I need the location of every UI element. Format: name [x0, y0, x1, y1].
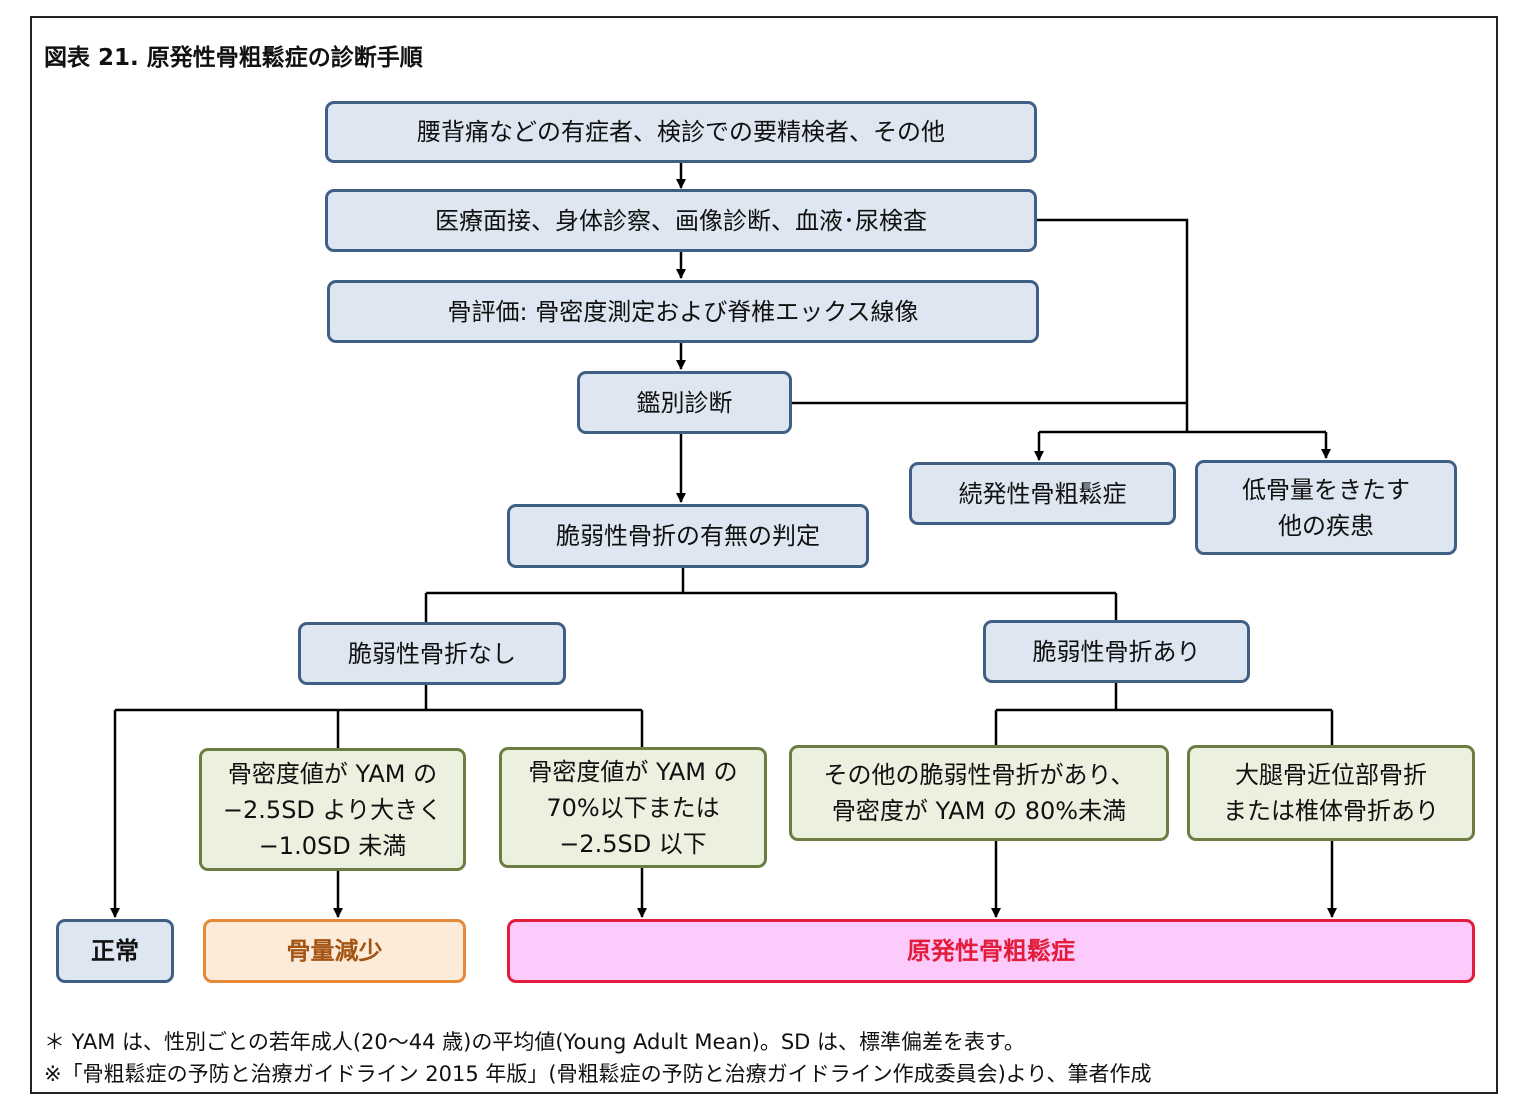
result-normal: 正常 [56, 919, 174, 983]
node-text: 脆弱性骨折なし [348, 639, 516, 668]
node-other-fracture: その他の脆弱性骨折があり、 骨密度が YAM の 80%未満 [789, 745, 1169, 841]
node-text: または椎体骨折あり [1223, 797, 1439, 825]
node-text: −2.5SD 以下 [559, 829, 707, 858]
footnote-yam: ＊ YAM は、性別ごとの若年成人(20〜44 歳)の平均値(Young Adu… [44, 1030, 1025, 1054]
node-text: 医療面接、身体診察、画像診断、血液･尿検査 [435, 206, 927, 235]
node-other-disease: 低骨量をきたす 他の疾患 [1195, 460, 1457, 555]
result-primary-osteoporosis: 原発性骨粗鬆症 [507, 919, 1475, 983]
node-text: 脆弱性骨折の有無の判定 [556, 522, 820, 550]
node-text: 脆弱性骨折あり [1032, 637, 1201, 666]
node-bone-evaluation: 骨評価: 骨密度測定および脊椎エックス線像 [327, 280, 1039, 343]
footnote-source: ※「骨粗鬆症の予防と治療ガイドライン 2015 年版」(骨粗鬆症の予防と治療ガイ… [44, 1062, 1152, 1086]
line-exam-to-right [1036, 218, 1189, 432]
node-bmd-between: 骨密度値が YAM の −2.5SD より大きく −1.0SD 未満 [199, 748, 466, 871]
node-symptomatic: 腰背痛などの有症者、検診での要精検者、その他 [325, 101, 1037, 163]
node-text: 続発性骨粗鬆症 [958, 479, 1127, 508]
node-text: 他の疾患 [1278, 511, 1374, 540]
node-text: 70%以下または [546, 793, 720, 822]
node-exam: 医療面接、身体診察、画像診断、血液･尿検査 [325, 189, 1037, 252]
node-no-fracture: 脆弱性骨折なし [298, 622, 566, 685]
node-secondary-osteoporosis: 続発性骨粗鬆症 [909, 462, 1176, 525]
node-with-fracture: 脆弱性骨折あり [983, 620, 1250, 683]
node-text: −1.0SD 未満 [258, 831, 407, 860]
figure-frame [30, 16, 1498, 1094]
node-femur-fracture: 大腿骨近位部骨折 または椎体骨折あり [1187, 745, 1475, 841]
result-text: 原発性骨粗鬆症 [907, 937, 1075, 965]
node-text: 腰背痛などの有症者、検診での要精検者、その他 [417, 118, 945, 146]
result-osteopenia: 骨量減少 [203, 919, 466, 983]
node-text: 大腿骨近位部骨折 [1235, 761, 1427, 789]
node-bmd-low: 骨密度値が YAM の 70%以下または −2.5SD 以下 [499, 747, 767, 868]
result-text: 正常 [91, 937, 139, 965]
node-fracture-judgement: 脆弱性骨折の有無の判定 [507, 504, 869, 568]
result-text: 骨量減少 [286, 937, 383, 965]
node-differential-diagnosis: 鑑別診断 [577, 371, 792, 434]
node-text: −2.5SD より大きく [222, 795, 443, 824]
node-text: 低骨量をきたす [1242, 475, 1410, 504]
node-text: 骨密度値が YAM の [227, 759, 438, 788]
node-text: 骨密度値が YAM の [528, 757, 738, 786]
node-text: その他の脆弱性骨折があり、 [823, 761, 1135, 789]
node-text: 骨密度が YAM の 80%未満 [831, 797, 1127, 825]
node-text: 骨評価: 骨密度測定および脊椎エックス線像 [447, 297, 919, 326]
node-text: 鑑別診断 [636, 388, 733, 417]
figure-title: 図表 21. 原発性骨粗鬆症の診断手順 [44, 45, 423, 71]
